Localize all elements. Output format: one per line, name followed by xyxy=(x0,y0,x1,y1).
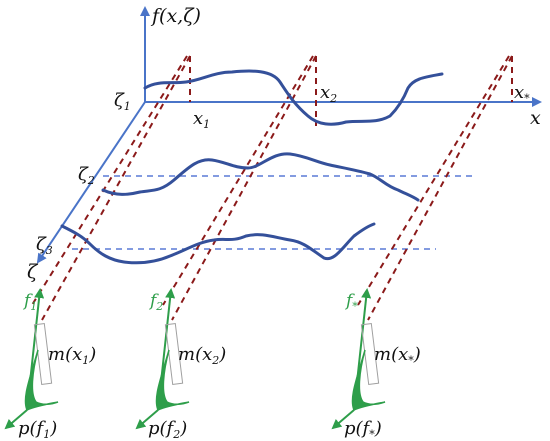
sample-curves xyxy=(60,69,444,265)
density-2 xyxy=(155,349,190,411)
curve-zeta1 xyxy=(143,69,444,126)
xs-label: x* xyxy=(514,82,530,105)
m2-label: m(x2) xyxy=(178,344,226,367)
f1-label: f1 xyxy=(22,291,37,313)
distribution-2 xyxy=(135,288,190,430)
band1-left xyxy=(31,55,188,306)
density-star xyxy=(351,349,386,411)
band3-left xyxy=(357,55,510,306)
projection-bands xyxy=(31,55,513,321)
ms-marker xyxy=(360,323,380,385)
band2-right xyxy=(171,55,317,321)
density-1 xyxy=(24,349,59,411)
zeta-slice-lines xyxy=(72,175,472,250)
band3-right xyxy=(367,55,513,321)
p1-axis xyxy=(4,409,28,430)
m1-label: m(x1) xyxy=(48,344,96,367)
p2-axis xyxy=(135,409,159,430)
ms-label: m(x*) xyxy=(374,344,421,367)
zeta-axis-label: ζ xyxy=(27,261,39,283)
m1-marker xyxy=(33,323,53,385)
curve-zeta2 xyxy=(101,152,420,202)
zeta2-label: ζ2 xyxy=(78,164,95,187)
p2-label: p(f2) xyxy=(148,418,187,441)
ps-label: p(f*) xyxy=(344,418,382,441)
m2-marker xyxy=(164,323,184,385)
f-axis-label: f(x,ζ) xyxy=(150,5,201,27)
f2-label: f2 xyxy=(148,291,163,313)
curve-zeta3 xyxy=(60,222,376,265)
band2-left xyxy=(162,55,314,306)
distribution-1 xyxy=(4,288,59,430)
distribution-star xyxy=(331,288,386,430)
x2-label: x2 xyxy=(320,82,337,105)
zeta3-label: ζ3 xyxy=(36,234,53,257)
x-axis-label: x xyxy=(530,107,541,129)
axes xyxy=(36,6,542,264)
zeta-axis-line xyxy=(36,101,146,264)
zeta1-label: ζ1 xyxy=(114,90,131,113)
fs-label: f* xyxy=(344,291,358,313)
x1-label: x1 xyxy=(193,108,210,131)
p1-label: p(f1) xyxy=(18,418,57,441)
ps-axis xyxy=(331,409,355,430)
